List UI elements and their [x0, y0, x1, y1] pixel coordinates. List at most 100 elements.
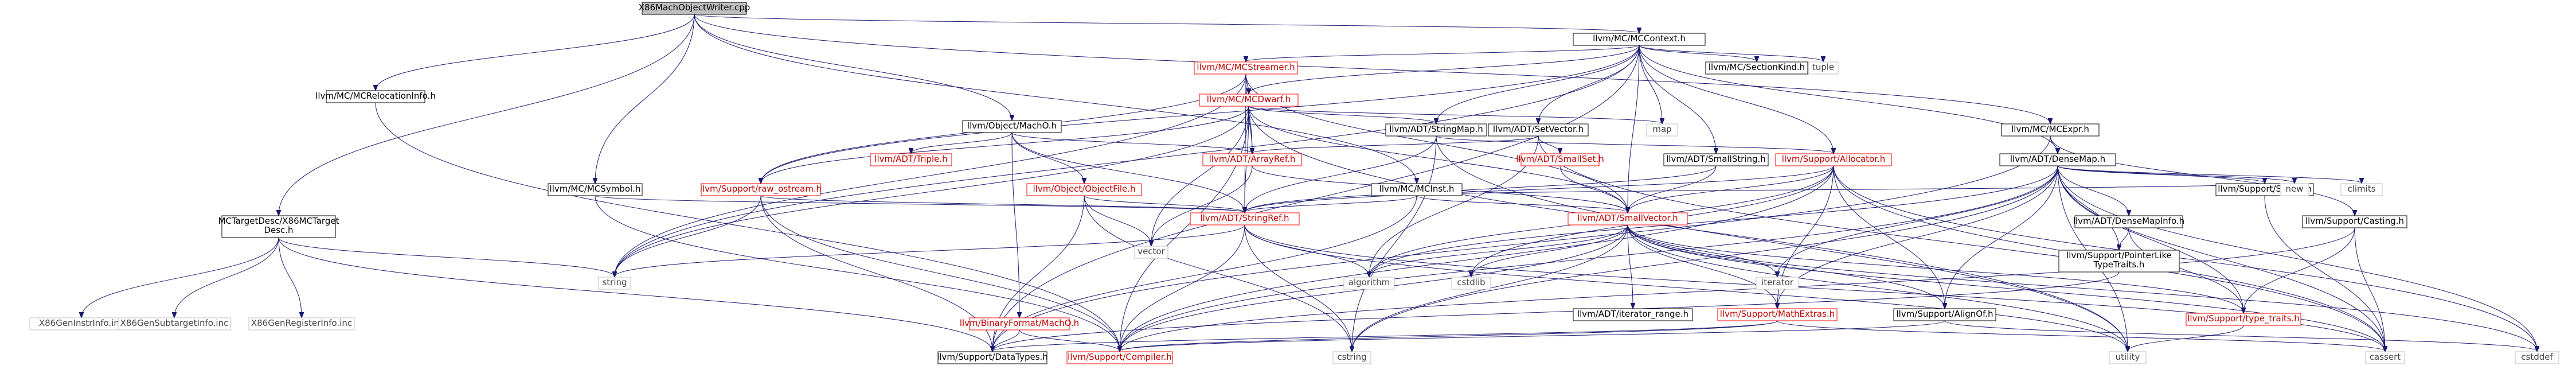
- node-machoh[interactable]: llvm/Object/MachO.h: [962, 120, 1062, 133]
- node-box: [1808, 61, 1839, 75]
- node-setvector[interactable]: llvm/ADT/SetVector.h: [1488, 123, 1589, 137]
- node-label: llvm/ADT/Triple.h: [874, 154, 947, 164]
- include-edge: [1120, 165, 2058, 351]
- node-densemapinfo[interactable]: llvm/ADT/DenseMapInfo.h: [2073, 215, 2184, 228]
- node-map: map: [1646, 123, 1678, 137]
- node-x86subtarget: X86GenSubtargetInfo.inc: [118, 317, 231, 331]
- node-box: [1717, 308, 1838, 321]
- node-mccontext[interactable]: llvm/MC/MCContext.h: [1573, 33, 1706, 46]
- node-label: llvm/Support/MathExtras.h: [1720, 309, 1835, 319]
- node-box: [2340, 183, 2383, 196]
- include-edge: [1084, 195, 1151, 246]
- node-box: [2058, 250, 2180, 273]
- node-compiler[interactable]: llvm/Support/Compiler.h: [1066, 351, 1173, 364]
- include-edge: [1011, 132, 1019, 317]
- include-edge: [2264, 195, 2385, 351]
- node-box: [118, 317, 231, 331]
- node-triple[interactable]: llvm/ADT/Triple.h: [870, 153, 952, 166]
- node-label: string: [602, 277, 627, 287]
- include-edge: [2057, 165, 2294, 183]
- node-label: llvm/BinaryFormat/MachO.h: [960, 318, 1079, 328]
- node-smallset[interactable]: llvm/ADT/SmallSet.h: [1516, 153, 1604, 166]
- node-box: [2186, 313, 2301, 326]
- include-edge: [694, 14, 1639, 33]
- include-edge: [992, 45, 1640, 351]
- node-label: llvm/ADT/SmallString.h: [1666, 154, 1766, 164]
- include-edge: [2354, 227, 2385, 351]
- include-edge: [279, 14, 695, 215]
- node-mathextras[interactable]: llvm/Support/MathExtras.h: [1717, 308, 1838, 321]
- node-stringref[interactable]: llvm/ADT/StringRef.h: [1190, 212, 1300, 226]
- include-edge: [1369, 165, 2058, 277]
- node-label: llvm/Support/Compiler.h: [1068, 352, 1172, 362]
- node-box: [326, 90, 425, 103]
- node-mcexpr[interactable]: llvm/MC/MCExpr.h: [2001, 123, 2100, 137]
- node-box: [1646, 123, 1678, 137]
- include-edge: [376, 14, 695, 90]
- node-mcsectionkind[interactable]: llvm/MC/SectionKind.h: [1705, 61, 1808, 75]
- node-label: cassert: [2370, 352, 2401, 362]
- node-box: [1371, 183, 1463, 196]
- node-label: X86GenInstrInfo.inc: [39, 318, 124, 328]
- include-edge: [375, 102, 1120, 351]
- node-x86register: X86GenRegisterInfo.inc: [248, 317, 355, 331]
- node-label: Desc.h: [264, 225, 293, 235]
- node-label: llvm/Support/Casting.h: [2305, 216, 2404, 226]
- node-rawostream[interactable]: llvm/Support/raw_ostream.h: [700, 183, 822, 196]
- include-edge: [1627, 224, 1777, 308]
- include-edge: [1245, 195, 1417, 212]
- include-edge: [278, 237, 302, 317]
- include-edge: [1639, 45, 1662, 123]
- include-edge: [1011, 132, 1245, 212]
- node-typetraits[interactable]: llvm/Support/type_traits.h: [2186, 313, 2301, 326]
- node-label: llvm/MC/MCExpr.h: [2011, 124, 2089, 134]
- node-objectfile[interactable]: llvm/Object/ObjectFile.h: [1026, 183, 1142, 196]
- node-mcdwarf[interactable]: llvm/MC/MCDwarf.h: [1199, 94, 1299, 107]
- node-casting[interactable]: llvm/Support/Casting.h: [2302, 215, 2407, 228]
- node-label: iterator: [1761, 277, 1794, 287]
- node-root: X86MachObjectWriter.cpp: [639, 2, 750, 15]
- include-edge: [1538, 135, 2385, 351]
- include-edge: [2057, 165, 2265, 183]
- include-edge: [2057, 165, 2243, 313]
- node-x86instrinfo: X86GenInstrInfo.inc: [29, 317, 134, 331]
- include-edge: [992, 320, 1778, 351]
- node-smallstring[interactable]: llvm/ADT/SmallString.h: [1663, 153, 1769, 166]
- node-label: cstddef: [2521, 352, 2553, 362]
- node-label: llvm/ADT/StringRef.h: [1200, 213, 1289, 223]
- node-label: llvm/Object/MachO.h: [967, 120, 1057, 131]
- node-mcsymbol[interactable]: llvm/MC/MCSymbol.h: [548, 183, 643, 196]
- node-box: [1202, 153, 1302, 166]
- include-edge: [278, 237, 615, 277]
- node-stringmap[interactable]: llvm/ADT/StringMap.h: [1385, 123, 1487, 137]
- include-edge: [1627, 224, 1633, 308]
- node-machobin[interactable]: llvm/BinaryFormat/MachO.h: [960, 317, 1079, 331]
- include-edge: [1777, 320, 2385, 351]
- include-edge: [2057, 165, 2362, 183]
- node-datatypes[interactable]: llvm/Support/DataTypes.h: [937, 351, 1048, 364]
- node-smallvector[interactable]: llvm/ADT/SmallVector.h: [1568, 212, 1688, 226]
- node-cstring: cstring: [1332, 351, 1371, 364]
- node-label: vector: [1137, 246, 1165, 256]
- include-edge: [1627, 224, 2128, 351]
- node-mcstreamer[interactable]: llvm/MC/MCStreamer.h: [1194, 61, 1298, 75]
- node-iteratorrange[interactable]: llvm/ADT/iterator_range.h: [1573, 308, 1693, 321]
- node-box: [969, 317, 1070, 331]
- include-edge: [1352, 135, 1437, 351]
- node-allocator[interactable]: llvm/Support/Allocator.h: [1775, 153, 1892, 166]
- node-mcreloc[interactable]: llvm/MC/MCRelocationInfo.h: [315, 90, 436, 103]
- node-mcinst[interactable]: llvm/MC/MCInst.h: [1371, 183, 1463, 196]
- node-label: new: [2285, 184, 2303, 194]
- node-box: [1026, 183, 1142, 196]
- include-edge: [174, 237, 279, 317]
- include-edge: [1244, 224, 2128, 351]
- node-tuple: tuple: [1808, 61, 1839, 75]
- node-arrayref[interactable]: llvm/ADT/ArrayRef.h: [1202, 153, 1302, 166]
- node-alignof[interactable]: llvm/Support/AlignOf.h: [1893, 308, 1996, 321]
- include-edge: [1248, 106, 1252, 153]
- node-box: [1194, 61, 1298, 75]
- node-densemap[interactable]: llvm/ADT/DenseMap.h: [1999, 153, 2116, 166]
- node-label: llvm/MC/MCContext.h: [1593, 33, 1686, 44]
